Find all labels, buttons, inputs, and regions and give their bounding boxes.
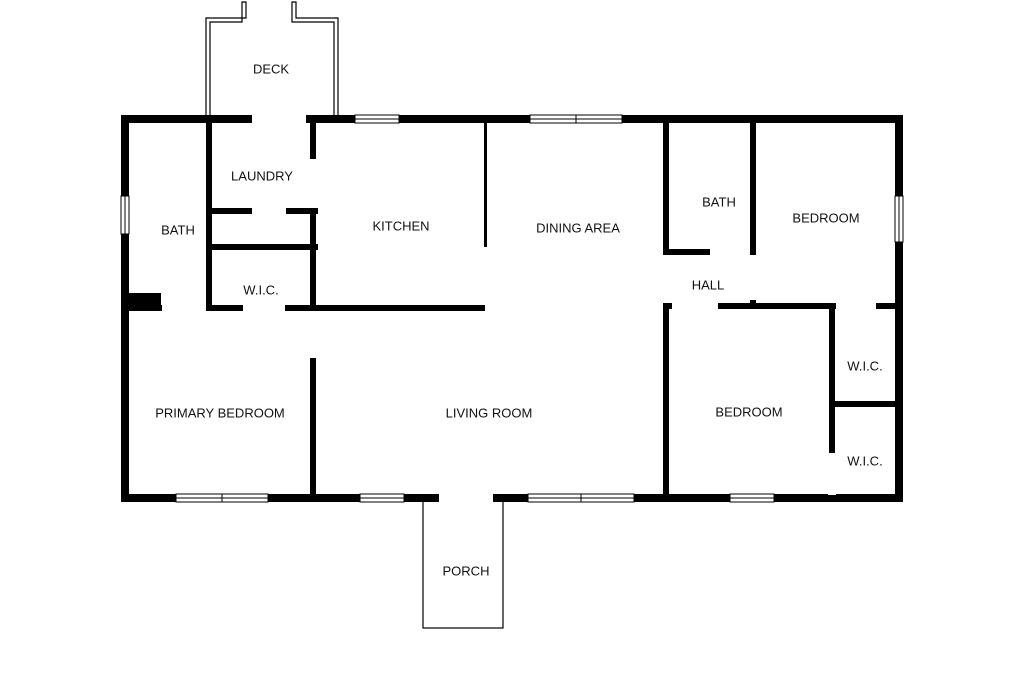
bath-right-label: BATH <box>702 194 736 209</box>
porch-label: PORCH <box>443 563 490 578</box>
wic-left-label: W.I.C. <box>243 282 278 297</box>
bath-left-label: BATH <box>161 222 195 237</box>
door-openings <box>162 114 876 503</box>
deck-outline <box>205 1 339 116</box>
primary-bedroom-label: PRIMARY BEDROOM <box>155 405 285 420</box>
wic-right-top-label: W.I.C. <box>847 358 882 373</box>
kitchen-label: KITCHEN <box>372 218 429 233</box>
deck-label: DECK <box>253 61 289 76</box>
bedroom-bottom-label: BEDROOM <box>715 404 782 419</box>
hall-label: HALL <box>692 277 725 292</box>
laundry-label: LAUNDRY <box>231 168 293 183</box>
windows <box>120 114 904 503</box>
wic-right-bottom-label: W.I.C. <box>847 453 882 468</box>
living-room-label: LIVING ROOM <box>446 405 533 420</box>
bedroom-top-label: BEDROOM <box>792 210 859 225</box>
dining-area-label: DINING AREA <box>536 220 620 235</box>
